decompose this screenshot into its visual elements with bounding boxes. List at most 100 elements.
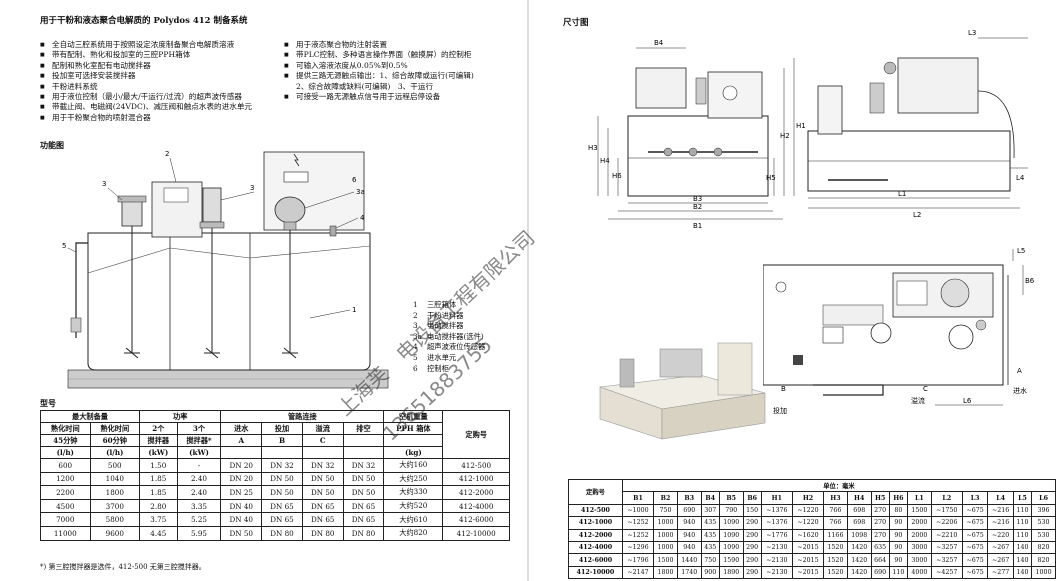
table-cell: 3000	[906, 553, 932, 567]
dim-header-row-1: 定购号 单位：毫米	[568, 478, 1056, 505]
table-cell: ~1776	[760, 528, 793, 542]
table-cell: 530	[1031, 516, 1056, 530]
table-cell: 412-6000	[568, 553, 623, 567]
spec-subheader: (l/h)	[40, 446, 91, 459]
table-cell: DN 65	[301, 498, 344, 514]
hdr-max-capacity: 最大制备量	[39, 410, 141, 423]
dim-col-header: H5	[870, 491, 890, 505]
table-cell: 110	[1012, 516, 1033, 530]
table-cell: 1500	[906, 503, 932, 518]
table-cell: 4000	[906, 565, 932, 580]
table-cell: 1740	[676, 565, 702, 580]
table-cell: ~3257	[930, 553, 963, 567]
table-cell: 1890	[718, 565, 744, 580]
dim-col-header: B3	[676, 491, 702, 505]
table-cell: 290	[742, 553, 762, 567]
dim-l2: L2	[913, 211, 921, 219]
legend-number: 1	[413, 300, 418, 309]
table-cell: 940	[676, 528, 702, 542]
table-cell: 435	[700, 540, 720, 555]
feature-item: 用于液位控制（最小/最大/干运行/过流）的超声波传感器	[40, 92, 252, 103]
dim-h3: H3	[588, 144, 598, 152]
dim-col-header: H2	[791, 491, 825, 505]
table-cell: DN 40	[220, 512, 263, 527]
table-cell: 820	[1031, 540, 1056, 555]
dim-col-header: H3	[823, 491, 848, 505]
table-cell: ~220	[987, 528, 1014, 542]
table-cell: DN 65	[342, 498, 385, 514]
table-cell: 4500	[40, 498, 91, 514]
legend-text: 进水单元	[427, 352, 457, 362]
label-3-right: 3	[250, 184, 254, 192]
dim-col-header: L5	[1012, 491, 1033, 505]
feature-item: 带截止阀、电磁阀(24VDC)、减压阀和触点水表的进水单元	[40, 102, 252, 113]
table-cell: 9600	[89, 525, 141, 541]
feature-item: 提供三路无源触点输出：1、综合故障或运行(可编辑)	[284, 71, 474, 82]
table-cell: DN 25	[220, 485, 263, 500]
label-3a: 3a	[356, 188, 365, 196]
table-cell: ~2130	[760, 540, 793, 555]
dim-h4: H4	[600, 157, 610, 165]
table-cell: ~1750	[930, 503, 963, 518]
table-cell: 5.95	[176, 525, 222, 541]
spec-subheader: (l/h)	[89, 446, 141, 459]
table-cell: 820	[1031, 553, 1056, 567]
dim-col-header: L2	[930, 491, 963, 505]
table-cell: ~675	[961, 528, 989, 542]
product-photo	[599, 342, 766, 440]
label-3-left: 3	[102, 180, 106, 188]
table-cell: DN 40	[220, 498, 263, 514]
table-cell: 412-4000	[442, 498, 510, 514]
table-cell: ~2130	[760, 553, 793, 567]
table-cell: 2.40	[176, 471, 222, 487]
table-cell: 110	[1012, 503, 1033, 518]
table-cell: DN 32	[301, 458, 344, 473]
table-cell: 大约820	[383, 525, 444, 541]
table-cell: 270	[870, 516, 890, 530]
table-cell: 3000	[906, 540, 932, 555]
dim-c: C	[923, 385, 928, 393]
tank-body	[87, 232, 371, 371]
table-cell: 412-500	[442, 458, 510, 473]
table-cell: ~216	[987, 516, 1014, 530]
page-title: 用于干粉和液态聚合电解质的 Polydos 412 制备系统	[40, 16, 248, 26]
feature-item: 可接受一路无源触点信号用于远程启停设备	[284, 92, 474, 103]
feature-item: 可输入溶液浓度从0.05%到0.5%	[284, 61, 474, 72]
table-cell: 698	[846, 516, 872, 530]
table-cell: ~1220	[791, 503, 825, 518]
spec-subheader: 2个	[139, 422, 178, 435]
dim-col-header: H4	[846, 491, 872, 505]
table-cell: 900	[700, 565, 720, 580]
table-cell: ~1000	[621, 503, 655, 518]
table-cell: 2.40	[176, 485, 222, 500]
dim-l5: L5	[1017, 247, 1025, 255]
water-inlet	[75, 242, 88, 338]
table-cell: 270	[870, 503, 890, 518]
dim-col-header: B1	[621, 491, 655, 505]
table-cell: 750	[700, 553, 720, 567]
table-cell: DN 65	[261, 498, 303, 514]
dim-col-header: B2	[653, 491, 678, 505]
spec-subheader: (kg)	[383, 446, 444, 459]
feature-item: 2、综合故障或缺料(可编辑) 3、干运行	[296, 81, 434, 91]
motor-middle	[202, 187, 222, 223]
spec-subheader	[342, 446, 385, 459]
legend-text: 电动搅拌器(选件)	[427, 331, 484, 341]
table-cell: ~1376	[760, 503, 793, 518]
table-cell: 1000	[653, 540, 678, 555]
hdr-weight: 空机重量	[383, 410, 444, 423]
table-cell: 2.80	[139, 498, 178, 514]
dim-b3: B3	[693, 195, 702, 203]
table-cell: DN 80	[261, 525, 303, 541]
legend-text: 干粉进料器	[427, 310, 464, 320]
front-view-diagram: B4 H3 H4 H6 H5 H2 H1 B3 B2 B1 L3 L1 L2 L…	[588, 29, 1028, 230]
